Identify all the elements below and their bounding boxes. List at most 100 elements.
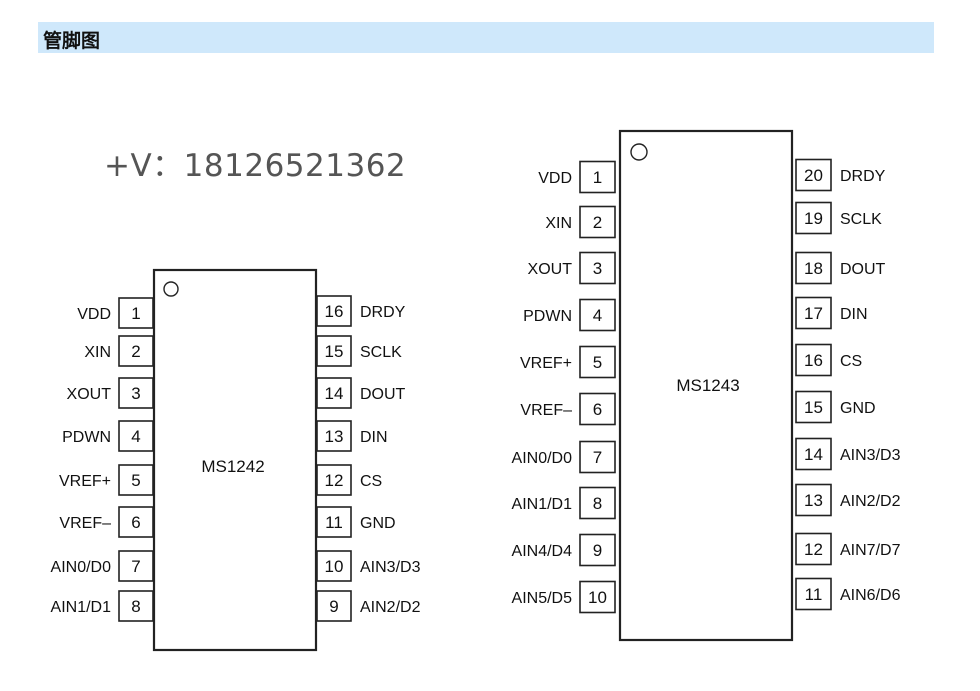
pin-box: [795, 532, 832, 566]
pin-label: VREF+: [59, 473, 111, 490]
pin-number: 9: [329, 597, 338, 616]
pin-label: AIN2/D2: [840, 493, 901, 510]
pin-number: 5: [593, 353, 602, 372]
pin-box: [118, 377, 154, 409]
pin-number: 7: [131, 557, 140, 576]
pin-label: AIN3/D3: [840, 447, 901, 464]
pin-number: 13: [804, 491, 823, 510]
pin-label: GND: [360, 515, 396, 532]
pin-box: [118, 506, 154, 538]
pin-label: CS: [840, 353, 862, 370]
pin-box: [795, 390, 832, 424]
chip-name: MS1242: [201, 457, 264, 476]
pin-number: 6: [593, 400, 602, 419]
pin-label: DIN: [840, 306, 868, 323]
pin-box: [579, 298, 616, 332]
pin-number: 5: [131, 471, 140, 490]
pin-box: [316, 464, 352, 496]
pin-number: 10: [325, 557, 344, 576]
pin-label: VREF+: [520, 355, 572, 372]
pin-box: [316, 295, 352, 327]
pin-box: [579, 533, 616, 567]
pin-label: AIN2/D2: [360, 599, 421, 616]
pin-box: [118, 335, 154, 367]
pin-box: [795, 437, 832, 471]
pin-label: DIN: [360, 429, 388, 446]
pin1-marker: [630, 143, 648, 161]
pin-number: 20: [804, 166, 823, 185]
pin-label: DOUT: [360, 386, 406, 403]
pin1-marker: [163, 281, 179, 297]
pin-box: [579, 251, 616, 285]
pin-box: [579, 392, 616, 426]
pin-box: [795, 251, 832, 285]
pin-label: AIN5/D5: [512, 590, 573, 607]
chip-name: MS1243: [676, 376, 739, 395]
pin-label: AIN0/D0: [51, 559, 112, 576]
pin-box: [316, 420, 352, 452]
pin-label: AIN7/D7: [840, 542, 901, 559]
pin-label: XIN: [545, 215, 572, 232]
pin-label: DOUT: [840, 261, 886, 278]
pin-box: [316, 506, 352, 538]
pin-label: DRDY: [360, 304, 406, 321]
pin-label: VREF–: [520, 402, 572, 419]
section-title: 管脚图: [43, 30, 101, 52]
pin-number: 4: [593, 306, 602, 325]
pin-label: GND: [840, 400, 876, 417]
pin-box: [316, 550, 352, 582]
pin-box: [118, 550, 154, 582]
pin-number: 8: [131, 597, 140, 616]
pin-label: VREF–: [59, 515, 111, 532]
pin-number: 4: [131, 427, 140, 446]
pin-box: [795, 201, 832, 235]
pin-label: SCLK: [840, 211, 882, 228]
chip-body-ms1243: [618, 129, 794, 642]
pin-number: 11: [805, 585, 823, 604]
pin-number: 15: [804, 398, 823, 417]
pin-label: VDD: [77, 306, 111, 323]
pin-number: 17: [804, 304, 823, 323]
pin-number: 12: [804, 540, 823, 559]
pin-number: 13: [325, 427, 344, 446]
pin-label: CS: [360, 473, 382, 490]
section-header: 管脚图: [38, 22, 934, 53]
pin-number: 18: [804, 259, 823, 278]
pin-box: [579, 440, 616, 474]
pin-number: 14: [804, 445, 823, 464]
pin-label: SCLK: [360, 344, 402, 361]
pin-number: 3: [593, 259, 602, 278]
pin-box: [579, 205, 616, 239]
pin-number: 1: [131, 304, 140, 323]
pin-label: DRDY: [840, 168, 886, 185]
pin-number: 3: [131, 384, 140, 403]
pin-number: 14: [325, 384, 344, 403]
chip-body-ms1242: [152, 268, 318, 652]
pin-label: VDD: [538, 170, 572, 187]
pin-label: PDWN: [523, 308, 572, 325]
pin-box: [118, 420, 154, 452]
pin-box: [118, 590, 154, 622]
pin-number: 16: [325, 302, 344, 321]
pin-box: [118, 464, 154, 496]
pin-label: AIN6/D6: [840, 587, 901, 604]
pin-box: [795, 577, 832, 611]
pin-label: PDWN: [62, 429, 111, 446]
contact-text: +V：18126521362: [104, 148, 407, 184]
pin-number: 6: [131, 513, 140, 532]
pin-label: XIN: [84, 344, 111, 361]
pin-number: 7: [593, 448, 602, 467]
pin-box: [579, 580, 616, 614]
pin-box: [118, 297, 154, 329]
pin-box: [579, 345, 616, 379]
pin-number: 15: [325, 342, 344, 361]
pin-number: 9: [593, 541, 602, 560]
pin-number: 19: [804, 209, 823, 228]
pin-number: 10: [588, 588, 607, 607]
pin-number: 8: [593, 494, 602, 513]
pin-number: 16: [804, 351, 823, 370]
pin-box: [316, 377, 352, 409]
pin-label: AIN1/D1: [512, 496, 573, 513]
pin-label: XOUT: [528, 261, 573, 278]
